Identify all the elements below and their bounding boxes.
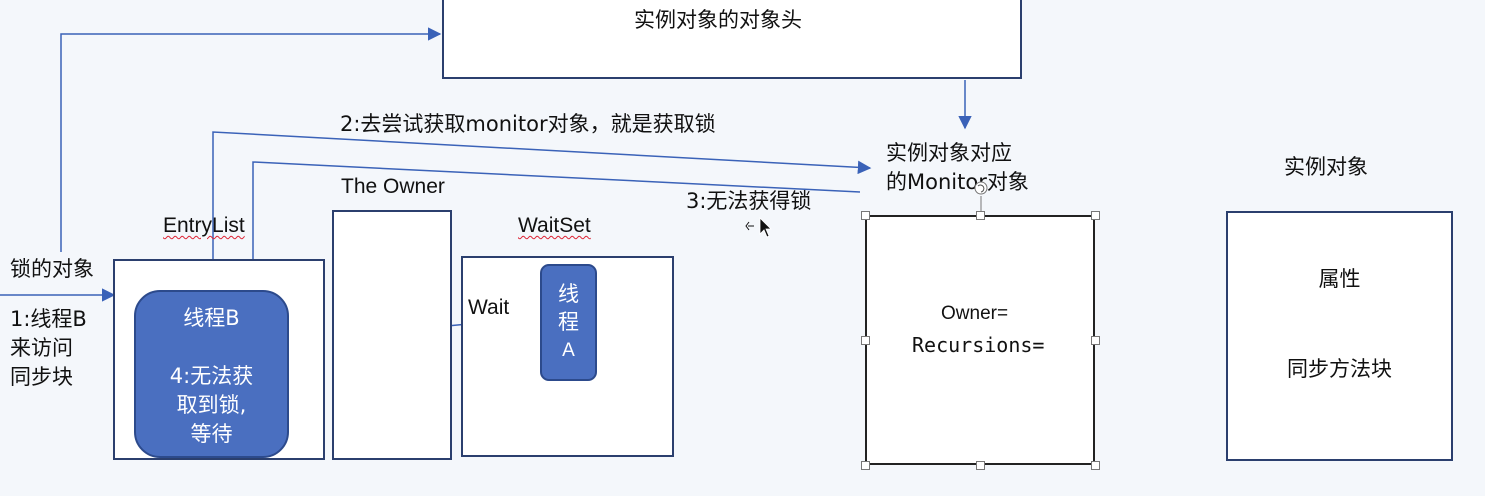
resize-handle-sw[interactable] — [861, 461, 870, 470]
resize-handle-e[interactable] — [1091, 336, 1100, 345]
wait-label: Wait — [468, 296, 510, 319]
step3-label: 3:无法获得锁 — [686, 189, 812, 213]
thread-b-line2: 取到锁, — [176, 393, 247, 417]
instance-caption: 实例对象 — [1284, 155, 1368, 179]
thread-b-line3: 等待 — [190, 422, 233, 446]
instance-attr-label: 属性 — [1318, 267, 1361, 291]
resize-handle-s[interactable] — [976, 461, 985, 470]
thread-a-char1: 线 — [558, 282, 579, 306]
thread-a-char3: A — [562, 340, 575, 361]
step1-line2: 来访问 — [10, 336, 73, 360]
step1-line1: 1:线程B — [10, 307, 87, 331]
wait-set-label: WaitSet — [518, 214, 591, 237]
object-header-box: 实例对象的对象头 — [442, 0, 1022, 79]
monitor-recursions-field: Recursions= — [912, 333, 1045, 357]
lock-object-label: 锁的对象 — [10, 257, 94, 281]
thread-a-char2: 程 — [558, 310, 579, 334]
step2-label: 2:去尝试获取monitor对象，就是获取锁 — [340, 112, 716, 136]
arrow-to-header — [60, 27, 442, 252]
thread-b-node: 线程B 4:无法获 取到锁, 等待 — [134, 290, 289, 458]
thread-a-node: 线 程 A — [540, 264, 597, 381]
instance-method-label: 同步方法块 — [1287, 357, 1392, 381]
monitor-owner-field: Owner= — [941, 303, 1009, 324]
entry-list-label: EntryList — [163, 214, 245, 237]
resize-handle-ne[interactable] — [1091, 211, 1100, 220]
owner-box — [332, 210, 452, 460]
resize-handle-nw[interactable] — [861, 211, 870, 220]
object-header-label: 实例对象的对象头 — [634, 8, 802, 32]
thread-b-title: 线程B — [183, 306, 240, 330]
the-owner-label: The Owner — [341, 175, 445, 198]
arrow-lock-failed — [246, 161, 861, 292]
resize-handle-n[interactable] — [976, 211, 985, 220]
instance-box: 属性 同步方法块 — [1226, 211, 1453, 461]
step1-line3: 同步块 — [10, 365, 73, 389]
thread-b-line1: 4:无法获 — [169, 364, 254, 388]
arrow-try-acquire — [212, 131, 872, 292]
resize-handle-w[interactable] — [861, 336, 870, 345]
monitor-caption-line1: 实例对象对应 — [886, 141, 1012, 165]
monitor-caption-line2: 的Monitor对象 — [886, 170, 1029, 194]
resize-handle-se[interactable] — [1091, 461, 1100, 470]
monitor-box[interactable]: Owner= Recursions= — [865, 215, 1095, 465]
